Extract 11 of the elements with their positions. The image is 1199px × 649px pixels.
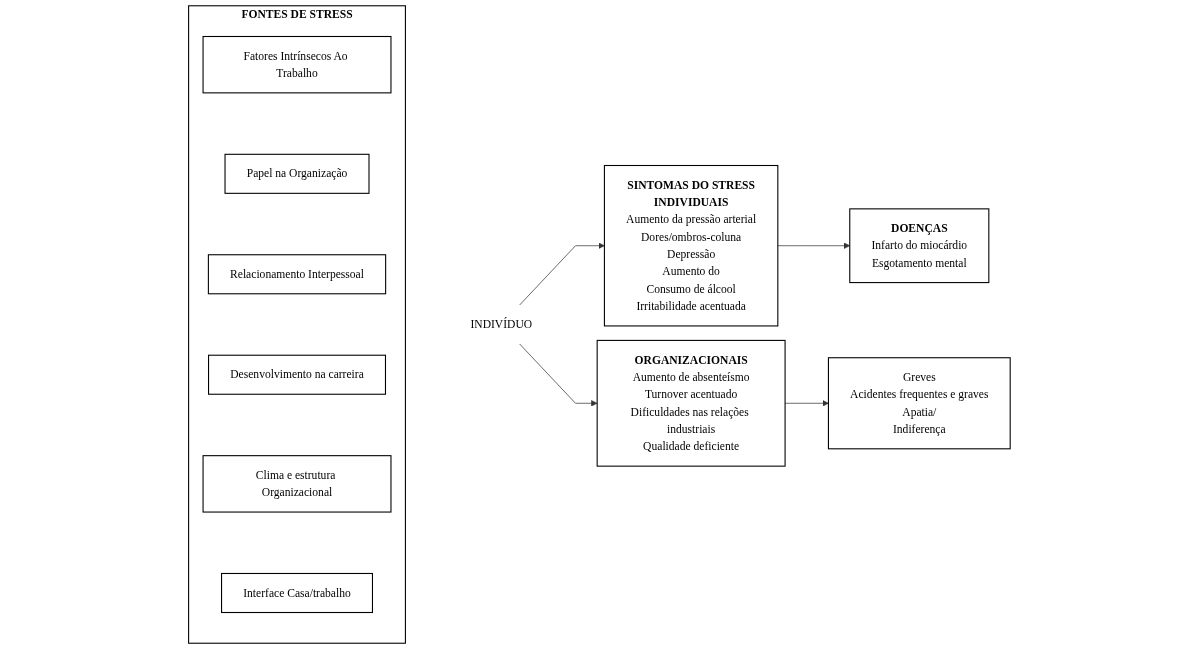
node-box: Papel na Organização (224, 153, 370, 194)
node-box: DOENÇAS Infarto do miocárdio Esgotamento mental (849, 208, 990, 284)
node-box: ORGANIZACIONAIS Aumento de absenteísmo Turnover acentuado Dificuldades nas relações industriais Qualidade deficiente (596, 339, 786, 467)
node-box: Greves Acidentes frequentes e graves Apatia/ Indiferença (828, 357, 1011, 450)
node-box: Fatores Intrínsecos Ao Trabalho (202, 35, 392, 94)
node-text: INDIVÍDUO (470, 318, 533, 331)
node-box: SINTOMAS DO STRESS INDIVIDUAIS Aumento da pressão arterial Dores/ombros-coluna Depressão Aumento do Consumo de álcool Irritabilidade acentuada (604, 164, 779, 327)
node-box: Relacionamento Interpessoal (207, 254, 387, 295)
node-box: Interface Casa/trabalho (221, 572, 374, 614)
node-box: Clima e estrutura Organizacional (202, 455, 392, 513)
node-box: Desenvolvimento na carreira (208, 354, 387, 395)
